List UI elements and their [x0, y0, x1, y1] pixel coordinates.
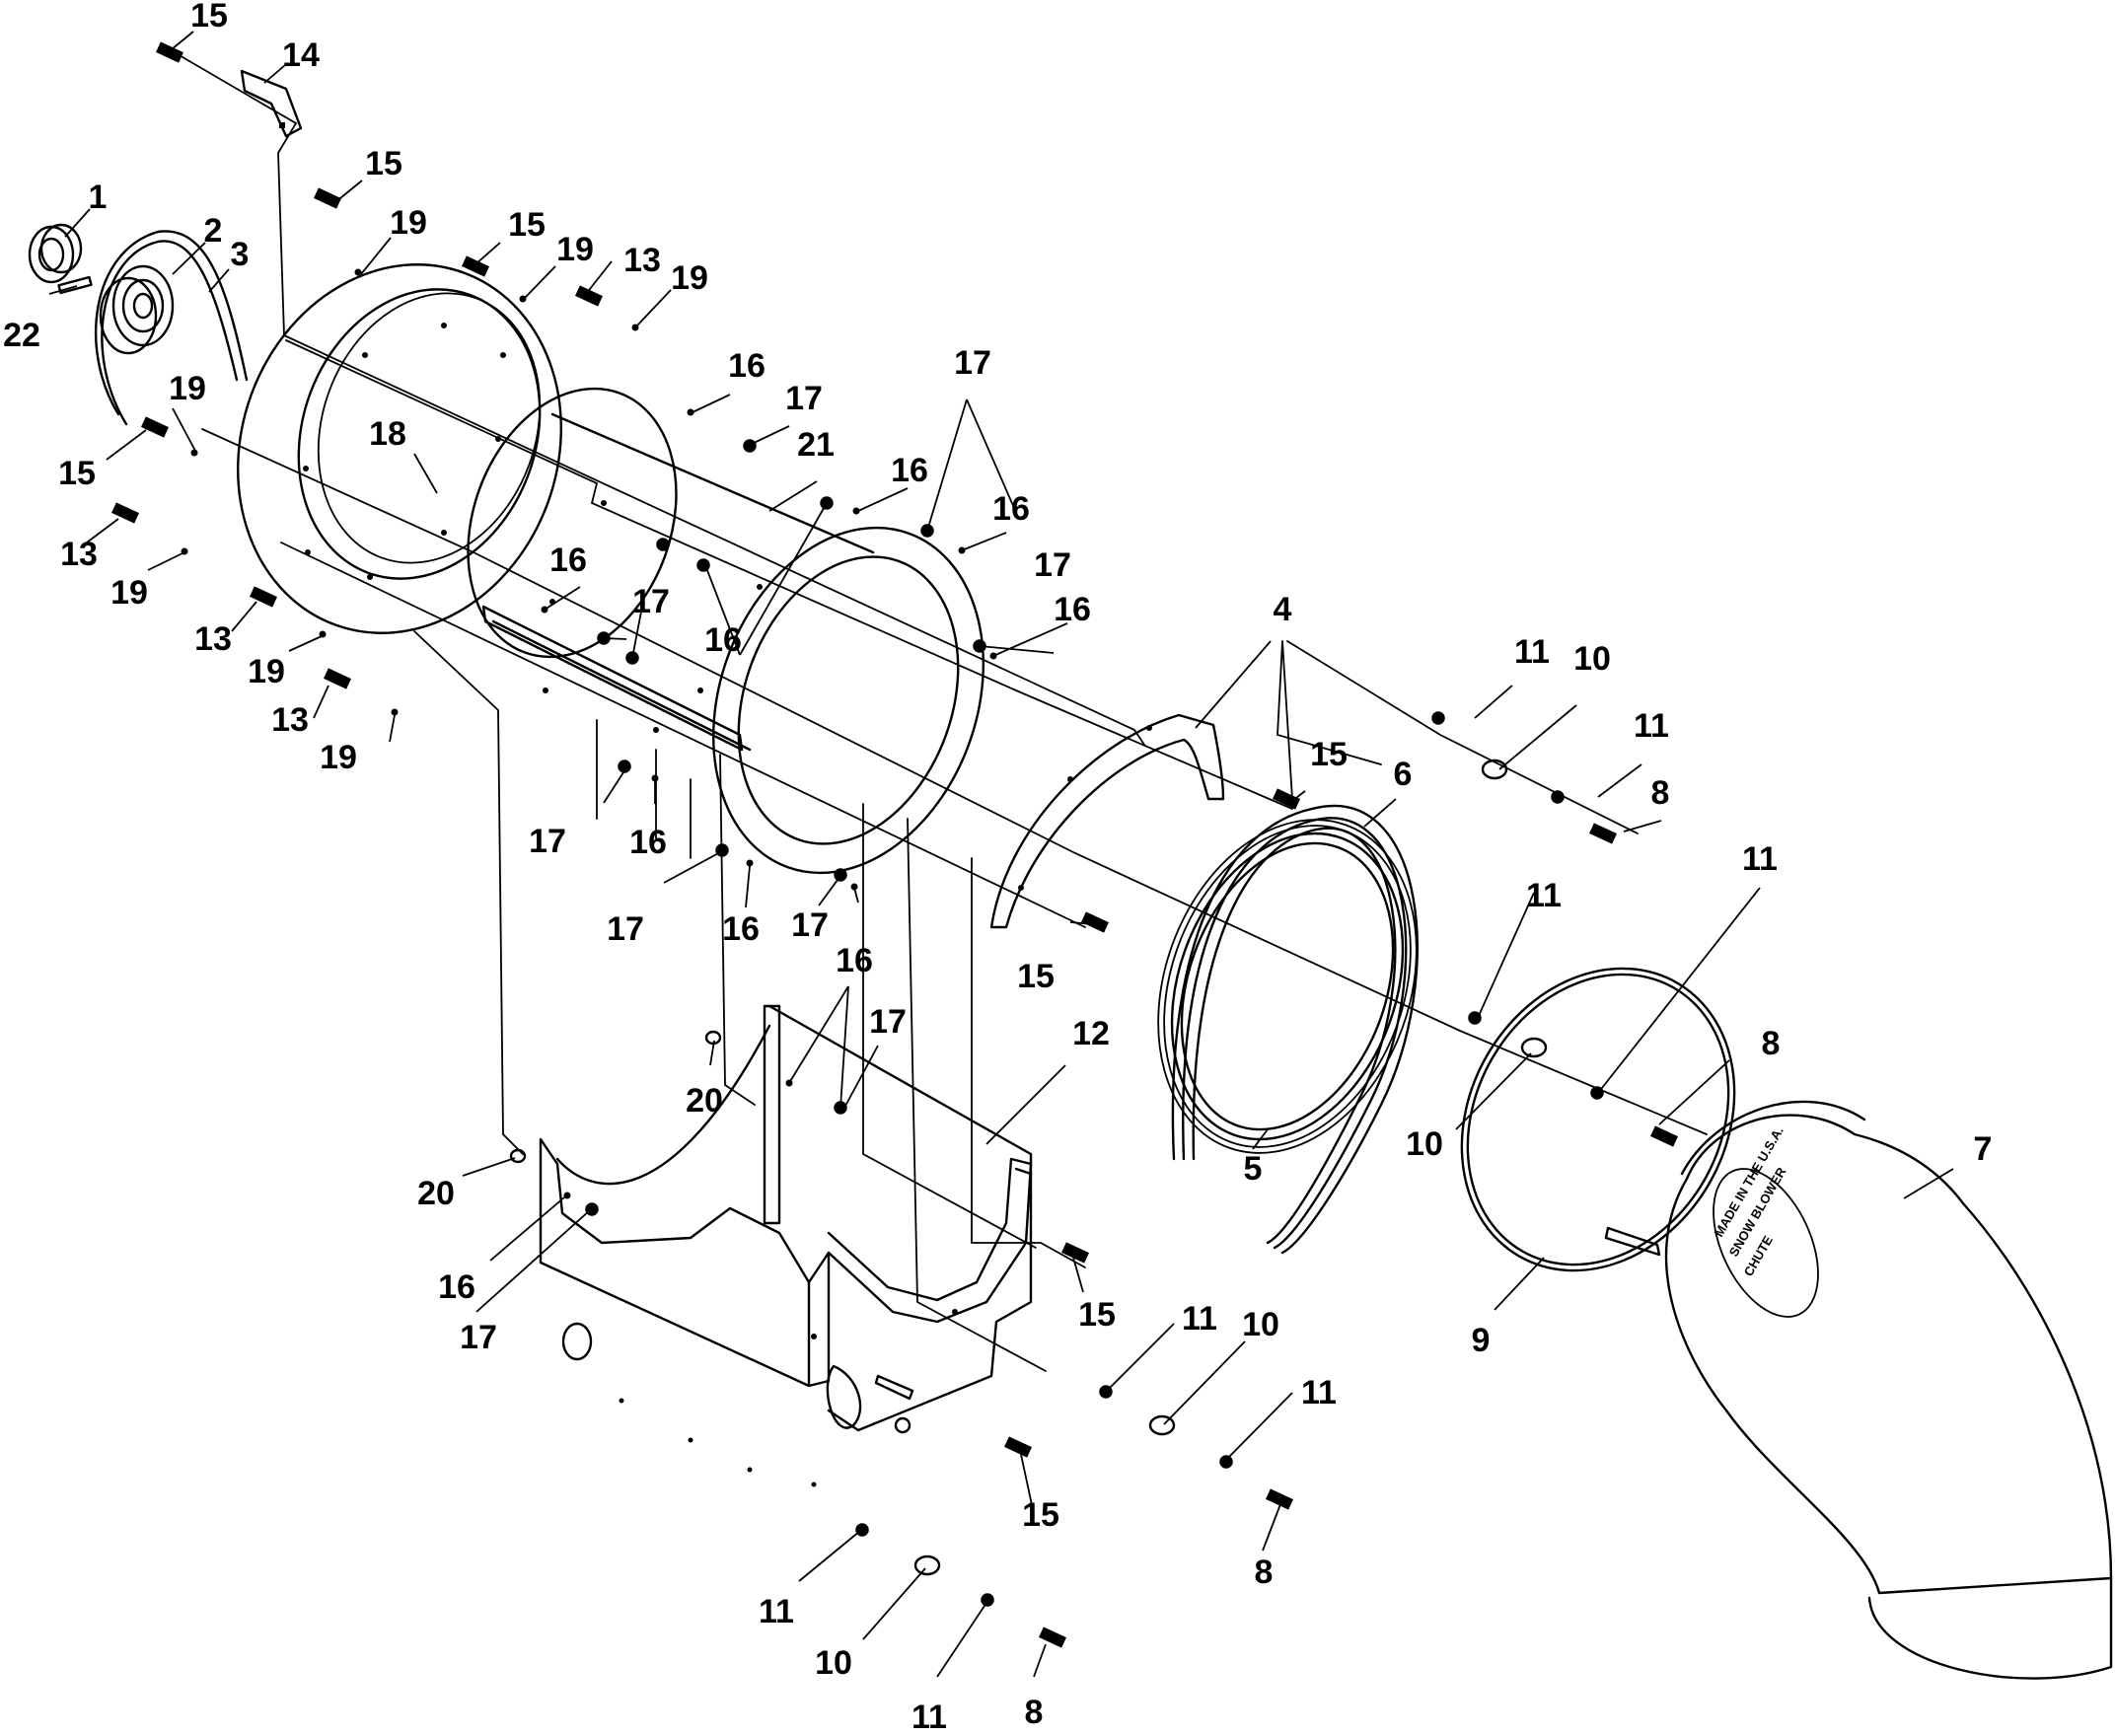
- callout-label: 16: [629, 824, 667, 861]
- callout-label: 11: [759, 1593, 794, 1630]
- part-pulley: [99, 264, 175, 355]
- callout-label: 19: [556, 231, 594, 268]
- callout-label: 16: [728, 347, 766, 385]
- callout-label: 8: [1651, 774, 1670, 812]
- part-mounting-frame-12: [539, 1004, 1033, 1487]
- part-gasket-strip-6: [1171, 805, 1419, 1255]
- callout-label: 16: [722, 910, 760, 948]
- callout-label: 10: [1242, 1306, 1279, 1343]
- callout-label: 19: [169, 370, 206, 407]
- callout-label: 15: [1310, 736, 1348, 773]
- leader-lines: [48, 31, 1954, 1678]
- callout-label: 17: [460, 1319, 497, 1356]
- callout-label: 10: [1573, 640, 1611, 678]
- callout-label: 18: [369, 415, 406, 453]
- callout-label: 15: [58, 455, 96, 492]
- callout-label: 11: [1514, 633, 1550, 671]
- callout-label: 15: [365, 145, 402, 182]
- part-housing-drum-21: [467, 387, 985, 875]
- callout-label: 17: [632, 583, 670, 620]
- part-elbow-chute-7: MADE IN THE U.S.A. SNOW BLOWER CHUTE: [1664, 1100, 2113, 1680]
- callout-label: 17: [607, 910, 644, 948]
- callout-label: 13: [60, 536, 98, 573]
- callout-label: 17: [869, 1003, 907, 1041]
- callout-label: 9: [1472, 1322, 1491, 1359]
- callout-label: 16: [549, 542, 587, 579]
- callout-label: 5: [1244, 1150, 1263, 1188]
- assembly-lines: [177, 53, 1708, 1372]
- callout-label: 11: [912, 1699, 947, 1736]
- callout-label: 19: [671, 259, 708, 297]
- callout-label: 11: [1182, 1300, 1217, 1338]
- part-clamp-9: [1460, 967, 1736, 1272]
- callout-label: 15: [1017, 958, 1055, 995]
- callout-label: 7: [1974, 1130, 1993, 1168]
- callout-label: 11: [1742, 840, 1778, 878]
- callout-label: 19: [320, 739, 357, 776]
- callout-label: 15: [190, 0, 228, 35]
- part-bearing-flange: [28, 223, 83, 284]
- callout-label: 17: [954, 344, 991, 382]
- callout-label: 17: [785, 380, 823, 417]
- callout-label: 15: [1022, 1496, 1059, 1534]
- callout-label: 16: [438, 1268, 475, 1306]
- callout-label: 20: [686, 1082, 723, 1120]
- callout-label: 17: [1034, 546, 1071, 584]
- callout-label: 8: [1025, 1694, 1044, 1731]
- callout-label: 17: [529, 823, 566, 860]
- callout-label: 8: [1762, 1025, 1781, 1062]
- callout-label: 2: [204, 212, 223, 250]
- callout-label: 6: [1394, 756, 1413, 793]
- part-wear-strip-4: [989, 713, 1225, 929]
- callout-label: 8: [1255, 1554, 1274, 1591]
- callout-label: 4: [1274, 591, 1292, 628]
- callout-label: 13: [194, 620, 232, 658]
- callout-label: 1: [89, 179, 108, 216]
- callout-label: 16: [992, 490, 1030, 528]
- callout-label: 19: [248, 653, 285, 690]
- callout-label: 16: [704, 621, 742, 659]
- part-flange-ring-18: [237, 263, 562, 634]
- callout-label: 10: [815, 1644, 852, 1682]
- callout-label: 12: [1072, 1015, 1110, 1052]
- callout-label: 3: [231, 236, 250, 273]
- callout-label: 11: [1301, 1374, 1337, 1411]
- callout-label: 19: [110, 574, 148, 612]
- callout-label: 19: [390, 204, 427, 242]
- callout-label: 14: [282, 36, 320, 74]
- callout-label: 22: [3, 317, 40, 354]
- callout-label: 13: [271, 701, 309, 739]
- callout-label: 21: [797, 426, 835, 464]
- callout-label: 16: [1054, 591, 1091, 628]
- callout-label: 13: [623, 242, 661, 279]
- callout-labels: 15 14 15 1 2 3 22 19 15 19 13 19 19 15 1…: [3, 0, 1992, 1736]
- callout-label: 16: [836, 942, 873, 979]
- part-belt: [94, 230, 249, 426]
- part-key: [57, 275, 93, 295]
- callout-label: 11: [1634, 707, 1669, 745]
- bolt-icon: [111, 41, 1678, 1648]
- callout-label: 10: [1406, 1125, 1443, 1163]
- part-chute-deflector-14: [240, 69, 303, 138]
- callout-label: 11: [1526, 877, 1562, 914]
- callout-label: 20: [417, 1175, 455, 1212]
- callout-label: 17: [791, 906, 829, 944]
- callout-label: 16: [891, 452, 928, 489]
- callout-label: 15: [1078, 1296, 1116, 1334]
- callout-label: 15: [508, 206, 546, 244]
